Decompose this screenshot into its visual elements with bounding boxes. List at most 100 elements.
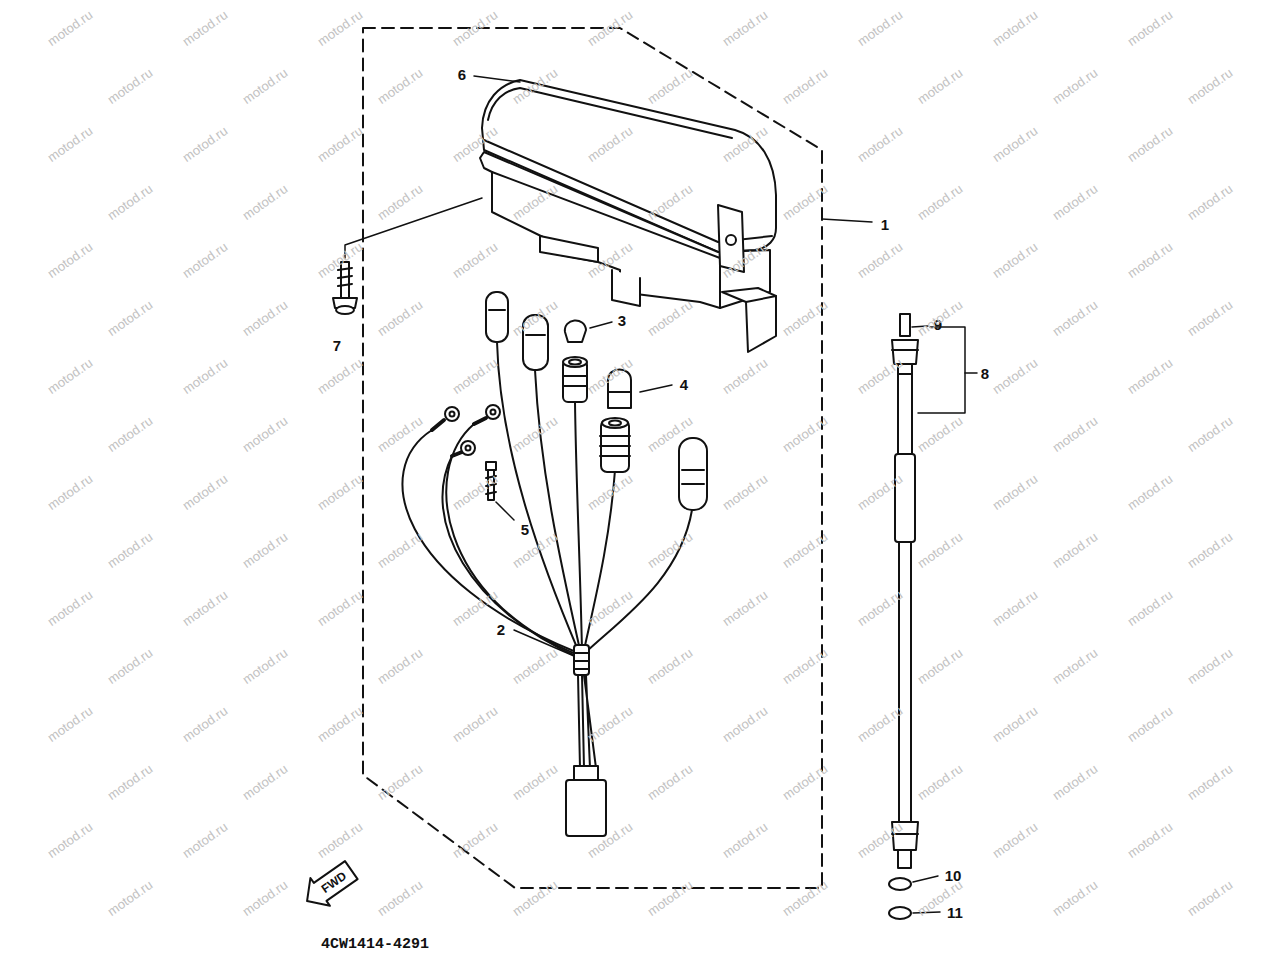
watermark: motod.ru xyxy=(1125,239,1176,281)
watermark-text: motod.ru xyxy=(855,587,906,629)
watermark: motod.ru xyxy=(375,877,426,919)
watermark-text: motod.ru xyxy=(375,65,426,107)
watermark-text: motod.ru xyxy=(1125,819,1176,861)
watermark: motod.ru xyxy=(180,123,231,165)
watermark-text: motod.ru xyxy=(45,471,96,513)
watermark: motod.ru xyxy=(585,471,636,513)
watermark-text: motod.ru xyxy=(375,877,426,919)
watermark-text: motod.ru xyxy=(1185,297,1236,339)
watermark-text: motod.ru xyxy=(780,877,831,919)
watermark: motod.ru xyxy=(375,413,426,455)
watermark-text: motod.ru xyxy=(1050,297,1101,339)
watermark: motod.ru xyxy=(1185,529,1236,571)
watermark: motod.ru xyxy=(990,587,1041,629)
watermark: motod.ru xyxy=(105,761,156,803)
watermark: motod.ru xyxy=(375,65,426,107)
watermark-text: motod.ru xyxy=(315,587,366,629)
callout-number: 8 xyxy=(981,365,989,382)
watermark: motod.ru xyxy=(45,355,96,397)
watermark-text: motod.ru xyxy=(855,239,906,281)
watermark-text: motod.ru xyxy=(180,7,231,49)
watermark: motod.ru xyxy=(1050,761,1101,803)
watermark-text: motod.ru xyxy=(645,65,696,107)
watermark-text: motod.ru xyxy=(45,7,96,49)
assembly-boundary xyxy=(363,28,822,888)
watermark-text: motod.ru xyxy=(645,877,696,919)
watermark: motod.ru xyxy=(1125,819,1176,861)
watermark: motod.ru xyxy=(720,587,771,629)
watermark-text: motod.ru xyxy=(105,877,156,919)
watermark: motod.ru xyxy=(1125,471,1176,513)
watermark: motod.ru xyxy=(855,587,906,629)
watermark-text: motod.ru xyxy=(375,529,426,571)
watermark-text: motod.ru xyxy=(510,413,561,455)
watermark-text: motod.ru xyxy=(1185,181,1236,223)
watermark-text: motod.ru xyxy=(45,703,96,745)
watermark: motod.ru xyxy=(990,355,1041,397)
watermark-text: motod.ru xyxy=(45,239,96,281)
callout-number: 5 xyxy=(521,521,529,538)
watermark-text: motod.ru xyxy=(990,355,1041,397)
watermark-text: motod.ru xyxy=(510,645,561,687)
watermark-text: motod.ru xyxy=(510,877,561,919)
watermark: motod.ru xyxy=(240,65,291,107)
watermark: motod.ru xyxy=(855,239,906,281)
watermark-text: motod.ru xyxy=(720,355,771,397)
watermark-text: motod.ru xyxy=(105,761,156,803)
watermark-text: motod.ru xyxy=(1050,65,1101,107)
watermark: motod.ru xyxy=(645,645,696,687)
watermark-text: motod.ru xyxy=(45,587,96,629)
watermark: motod.ru xyxy=(645,761,696,803)
watermark: motod.ru xyxy=(915,413,966,455)
watermark-text: motod.ru xyxy=(105,181,156,223)
watermark: motod.ru xyxy=(915,761,966,803)
watermark: motod.ru xyxy=(240,529,291,571)
watermark: motod.ru xyxy=(1125,7,1176,49)
watermark: motod.ru xyxy=(375,761,426,803)
watermark-text: motod.ru xyxy=(1050,761,1101,803)
label-text: 5 xyxy=(521,521,529,538)
watermark: motod.ru xyxy=(240,877,291,919)
watermark: motod.ru xyxy=(1185,761,1236,803)
watermark-text: motod.ru xyxy=(45,355,96,397)
label-text: 4 xyxy=(680,376,688,393)
watermark-text: motod.ru xyxy=(1125,239,1176,281)
watermark: motod.ru xyxy=(645,297,696,339)
watermark-text: motod.ru xyxy=(990,471,1041,513)
watermark: motod.ru xyxy=(1185,413,1236,455)
watermark: motod.ru xyxy=(105,529,156,571)
watermark: motod.ru xyxy=(45,587,96,629)
watermark-text: motod.ru xyxy=(450,355,501,397)
watermark: motod.ru xyxy=(1050,65,1101,107)
watermark-text: motod.ru xyxy=(240,413,291,455)
watermark: motod.ru xyxy=(915,645,966,687)
watermark: motod.ru xyxy=(1125,587,1176,629)
watermark-text: motod.ru xyxy=(915,65,966,107)
watermark: motod.ru xyxy=(375,529,426,571)
watermark: motod.ru xyxy=(510,877,561,919)
watermark: motod.ru xyxy=(645,877,696,919)
watermark: motod.ru xyxy=(720,471,771,513)
callout-number: 7 xyxy=(333,337,341,354)
watermark: motod.ru xyxy=(990,471,1041,513)
watermark-text: motod.ru xyxy=(1185,529,1236,571)
watermark-text: motod.ru xyxy=(990,587,1041,629)
label-text: 7 xyxy=(333,337,341,354)
watermark: motod.ru xyxy=(180,355,231,397)
watermark-text: motod.ru xyxy=(855,123,906,165)
direction-arrow: FWD xyxy=(300,859,359,911)
watermark: motod.ru xyxy=(1125,355,1176,397)
watermark-text: motod.ru xyxy=(915,181,966,223)
watermark: motod.ru xyxy=(510,413,561,455)
watermark: motod.ru xyxy=(105,413,156,455)
watermark-text: motod.ru xyxy=(855,7,906,49)
watermark-text: motod.ru xyxy=(180,355,231,397)
watermark-text: motod.ru xyxy=(240,761,291,803)
watermark: motod.ru xyxy=(915,529,966,571)
watermark: motod.ru xyxy=(990,819,1041,861)
watermark: motod.ru xyxy=(1050,181,1101,223)
watermark: motod.ru xyxy=(240,645,291,687)
watermark-text: motod.ru xyxy=(105,65,156,107)
callout-number: 6 xyxy=(458,66,466,83)
watermark: motod.ru xyxy=(240,413,291,455)
